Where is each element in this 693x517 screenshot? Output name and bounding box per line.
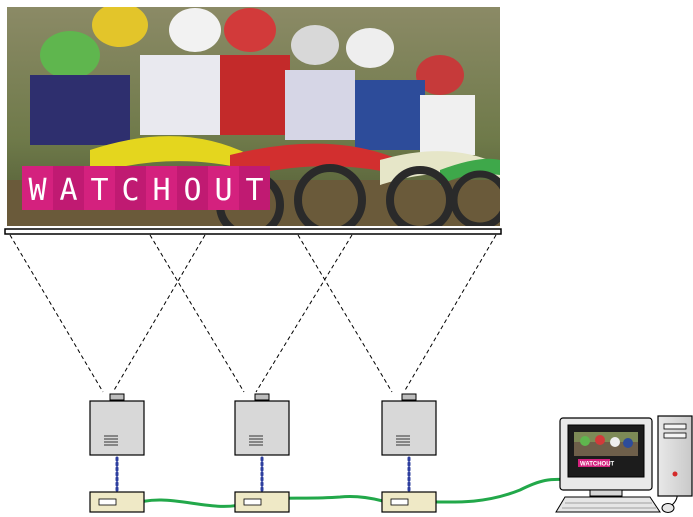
logo-tile bbox=[208, 166, 239, 210]
beam-right-1 bbox=[112, 234, 206, 393]
projection-beams bbox=[9, 234, 497, 393]
beam-right-2 bbox=[255, 234, 353, 393]
monitor-logo-text: WATCHOUT bbox=[580, 462, 615, 468]
logo-letter: A bbox=[59, 173, 77, 208]
beam-right-3 bbox=[403, 234, 497, 393]
beam-left-3 bbox=[297, 234, 393, 393]
beam-left-1 bbox=[9, 234, 104, 393]
display-server-icon bbox=[89, 491, 145, 513]
production-computer: WATCHOUT bbox=[555, 415, 693, 513]
projector-icon bbox=[381, 393, 437, 456]
logo-letter: T bbox=[90, 173, 108, 208]
logo-tile bbox=[53, 166, 84, 210]
projector-icon bbox=[89, 393, 145, 456]
logo-letter: U bbox=[214, 173, 232, 208]
projector-icon bbox=[234, 393, 290, 456]
display-server-icon bbox=[234, 491, 290, 513]
logo-tile bbox=[84, 166, 115, 210]
projector-unit-3 bbox=[381, 393, 437, 513]
keyboard-icon bbox=[555, 496, 661, 513]
logo-tile bbox=[146, 166, 177, 210]
projector-unit-2 bbox=[234, 393, 290, 513]
logo-letter: W bbox=[28, 173, 47, 208]
logo-letter: C bbox=[121, 173, 139, 208]
beam-left-2 bbox=[149, 234, 245, 393]
motocross-riders-picture bbox=[30, 7, 500, 226]
projection-screen bbox=[4, 228, 502, 235]
logo-letter: O bbox=[183, 173, 201, 208]
desktop-computer-icon: WATCHOUT bbox=[559, 417, 653, 497]
display-server-icon bbox=[381, 491, 437, 513]
logo-tile bbox=[177, 166, 208, 210]
computer-tower-icon bbox=[657, 415, 693, 497]
logo-letter: H bbox=[152, 173, 170, 208]
logo-tile bbox=[115, 166, 146, 210]
projector-unit-1 bbox=[89, 393, 145, 513]
network-cable bbox=[129, 477, 571, 508]
logo-tile bbox=[239, 166, 270, 210]
logo-tile bbox=[22, 166, 53, 210]
logo-letter: T bbox=[245, 173, 263, 208]
